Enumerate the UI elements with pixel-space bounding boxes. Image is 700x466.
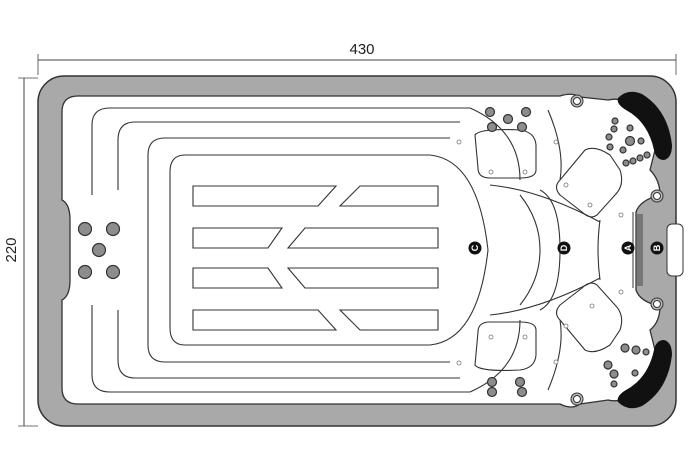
fittings: [570, 94, 664, 406]
skimmer-opening: [666, 223, 684, 277]
jets: [77, 106, 651, 398]
jet-group-bottom-seat: [486, 376, 528, 398]
svg-text:D: D: [559, 244, 569, 251]
jet-group-top-seat: [484, 106, 532, 133]
seat-contours: [474, 109, 634, 391]
control-panel-strip: [637, 214, 643, 286]
svg-text:C: C: [470, 244, 480, 251]
marker-d: D: [557, 241, 571, 255]
svg-text:B: B: [652, 244, 662, 251]
svg-text:A: A: [623, 244, 633, 251]
jet-group-top-corner: [605, 117, 651, 167]
lane-contours: [91, 107, 521, 393]
marker-b: B: [650, 241, 664, 255]
width-dimension: 220: [3, 77, 38, 427]
jet-group-bottom-corner: [603, 343, 650, 388]
length-dimension: 430: [37, 41, 677, 75]
width-label: 220: [3, 237, 20, 262]
air-fittings: [456, 139, 624, 366]
spa-basin: [61, 93, 661, 408]
headrest-top: [617, 91, 672, 160]
jet-group-left: [77, 221, 121, 280]
length-label: 430: [349, 41, 374, 58]
lane-markers: [192, 185, 439, 331]
marker-c: C: [468, 241, 482, 255]
headrest-bottom: [617, 340, 672, 409]
marker-a: A: [621, 241, 635, 255]
